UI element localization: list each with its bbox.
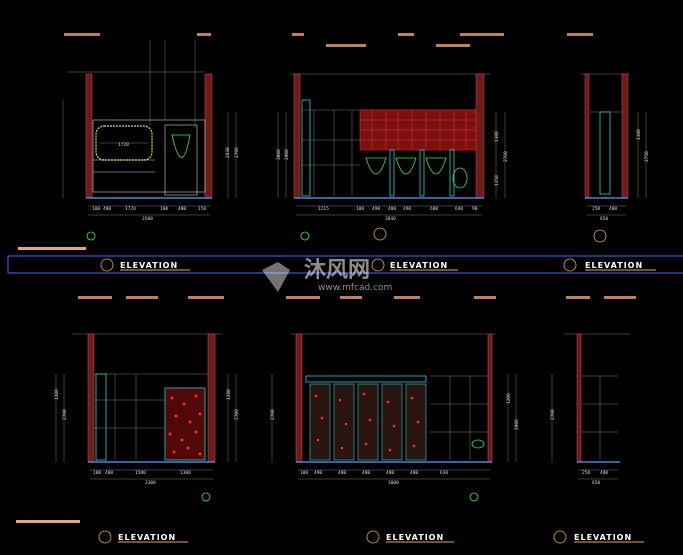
svg-text:2700: 2700 [234,409,240,420]
elevation-title: ELEVATION [386,533,444,542]
svg-text:480: 480 [386,470,394,476]
svg-text:640: 640 [455,206,463,212]
label-bar [64,33,100,36]
svg-text:400: 400 [103,206,111,212]
svg-text:1300: 1300 [494,131,500,142]
svg-text:1215: 1215 [318,206,329,212]
svg-text:400: 400 [600,470,608,476]
svg-text:630: 630 [440,470,448,476]
svg-text:480: 480 [338,470,346,476]
elevation-bottom-left: 100 400 1500 1300 3300 1200 2700 1200 27… [54,296,240,502]
svg-text:1200: 1200 [54,389,60,400]
svg-text:2800: 2800 [284,149,290,160]
elevation-title: ELEVATION [574,533,632,542]
svg-text:490: 490 [403,206,411,212]
svg-text:2900: 2900 [514,419,520,430]
sheet-label-bar-2 [16,520,80,523]
title-block-row1: ELEVATION ELEVATION ELEVATION [100,258,656,272]
section-marker-icon [100,258,114,272]
svg-text:2700: 2700 [234,147,240,158]
svg-text:2760: 2760 [503,151,509,162]
sheet-label-bar-1 [18,247,86,250]
svg-text:3000: 3000 [388,480,399,486]
svg-text:480: 480 [362,470,370,476]
svg-text:400: 400 [388,206,396,212]
svg-text:3300: 3300 [145,480,156,486]
svg-text:1350: 1350 [494,175,500,186]
watermark-logo-icon [262,262,290,292]
svg-text:250: 250 [592,206,600,212]
elevation-title: ELEVATION [118,533,176,542]
svg-text:400: 400 [609,206,617,212]
elevation-title: ELEVATION [120,261,178,270]
elevation-title: ELEVATION [585,261,643,270]
svg-text:490: 490 [372,206,380,212]
svg-text:400: 400 [105,470,113,476]
svg-text:650: 650 [592,480,600,486]
watermark: 沐风网 www.mfcad.com [262,258,392,293]
svg-text:100: 100 [300,470,308,476]
section-marker-icon [553,530,567,544]
svg-text:1200: 1200 [226,389,232,400]
elevation-top-center: 1215 100 490 400 490 600 640 90 3840 300… [276,33,509,241]
svg-text:150: 150 [198,206,206,212]
svg-text:600: 600 [430,206,438,212]
svg-text:480: 480 [410,470,418,476]
svg-text:100: 100 [93,470,101,476]
svg-text:250: 250 [582,470,590,476]
svg-text:2700: 2700 [270,409,276,420]
svg-text:1720: 1720 [125,206,136,212]
svg-text:3000: 3000 [276,149,282,160]
svg-text:100: 100 [160,206,168,212]
svg-text:90: 90 [472,206,478,212]
elevation-bottom-right: 250 400 650 2700 [550,296,636,486]
red-stone-panel [164,387,206,461]
section-marker-icon [98,530,112,544]
svg-text:100: 100 [356,206,364,212]
svg-text:1720: 1720 [118,142,129,148]
svg-text:1500: 1500 [135,470,146,476]
elevation-bottom-center: 100 490 480 480 480 480 630 3000 2700 12… [270,296,520,502]
svg-text:1300: 1300 [636,129,642,140]
svg-text:100: 100 [92,206,100,212]
elevation-top-right: 250 400 650 1300 2750 [567,33,650,243]
section-marker-icon [371,258,385,272]
svg-text:3840: 3840 [385,216,396,222]
section-marker-icon [563,258,577,272]
label-bar [197,33,211,36]
svg-text:1200: 1200 [506,393,512,404]
section-marker-icon [366,530,380,544]
svg-text:2930: 2930 [225,147,231,158]
svg-text:1300: 1300 [180,470,191,476]
elevation-top-left: 1720 100 400 1720 100 400 150 3500 2930 … [62,33,240,241]
svg-text:650: 650 [600,216,608,222]
watermark-url: www.mfcad.com [318,283,392,293]
title-block-row2: ELEVATION ELEVATION ELEVATION [98,530,644,544]
svg-text:490: 490 [314,470,322,476]
svg-text:400: 400 [178,206,186,212]
svg-text:2750: 2750 [644,151,650,162]
svg-text:3500: 3500 [142,216,153,222]
elevation-title: ELEVATION [390,261,448,270]
svg-text:2700: 2700 [62,409,68,420]
svg-text:2700: 2700 [550,409,556,420]
watermark-brand: 沐风网 [304,258,370,283]
